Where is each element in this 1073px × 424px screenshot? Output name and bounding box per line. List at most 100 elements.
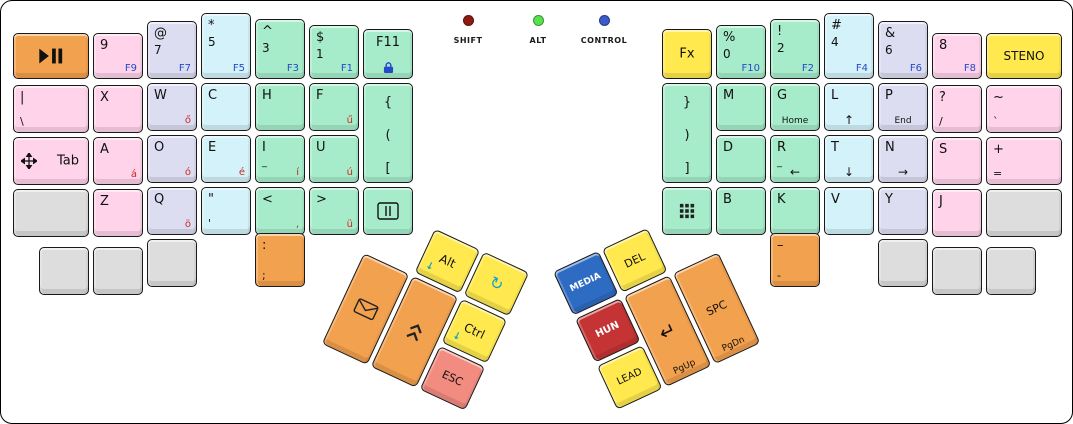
key-s[interactable]: S [932,137,982,185]
key-label: % [723,30,736,45]
key-quote[interactable]: "' [201,187,251,235]
key-greater-than[interactable]: >ü [309,187,359,235]
key-label: Fx [679,46,695,62]
key-play-pause[interactable] [13,33,89,79]
key-plus[interactable]: += [986,137,1062,185]
key-blank-left-2[interactable] [39,247,89,295]
key-j[interactable]: J [932,189,982,237]
move-icon [21,153,37,169]
key-label: - [777,269,781,282]
key-r[interactable]: R_← [770,135,820,183]
key-tab[interactable]: Tab [13,137,89,185]
key-label: F3 [286,63,299,74]
key-label: – [777,238,784,253]
key-blank-right-4[interactable] [986,247,1036,295]
key-label: / [939,115,943,128]
indicator-label: SHIFT [453,36,483,45]
key-chevrons[interactable] [370,275,459,388]
key-dash[interactable]: –- [770,233,820,287]
key-label: & [885,26,896,41]
key-blank-right-2[interactable] [878,239,928,287]
key-b[interactable]: B [716,187,766,235]
key-z[interactable]: Z [93,189,143,237]
key-label: 6 [885,43,893,57]
key-layout-switch[interactable] [363,187,413,235]
key-pipe[interactable]: |\ [13,85,89,133]
key-colon[interactable]: :; [255,233,305,287]
key-label: " [208,192,214,207]
key-label: F5 [232,63,245,74]
key-label: X [100,90,109,105]
key-steno[interactable]: STENO [986,33,1062,79]
key-fx[interactable]: Fx [662,29,712,79]
key-label: Z [100,194,109,209]
key-c[interactable]: C [201,83,251,131]
key-label: N [885,140,895,155]
key-question[interactable]: ?/ [932,85,982,133]
key-label: ] [684,161,690,176]
key-y[interactable]: Y [878,187,928,235]
key-label: B [723,192,732,207]
key-h[interactable]: H [255,83,305,131]
key-label: : [262,238,267,253]
key-label: A [100,142,109,157]
key-i[interactable]: I_í [255,135,305,183]
key-v[interactable]: V [824,187,874,235]
key-tilde[interactable]: ~` [986,85,1062,133]
key-d[interactable]: D [716,135,766,183]
key-keypad[interactable] [662,187,712,235]
play-pause-icon [14,48,88,65]
key-label: é [238,167,245,178]
key-blank-right-1[interactable] [986,189,1062,237]
key-f11[interactable]: F11 [363,29,413,79]
key-n[interactable]: N→ [878,135,928,183]
key-label: J [939,194,943,209]
key-label: T [831,140,839,155]
key-label: 5 [208,35,216,49]
key-blank-left-3[interactable] [93,247,143,295]
key-mail[interactable] [321,253,410,365]
key-close-brackets[interactable]: })] [662,83,712,183]
key-label: STENO [1003,49,1045,63]
key-label: F7 [178,63,191,74]
key-blank-left-1[interactable] [13,189,89,237]
key-t[interactable]: T↓ [824,135,874,183]
key-label: # [831,18,842,33]
key-label: Tab [56,153,79,169]
control-led-icon [598,15,610,26]
key-label: F11 [375,35,401,50]
key-label: O [154,140,165,155]
key-k[interactable]: K [770,187,820,235]
shift-led-icon [462,15,474,26]
key-label: M [723,88,735,103]
key-blank-left-4[interactable] [147,239,197,287]
key-label: [ [385,161,391,176]
key-label: | [20,90,25,105]
key-label: F10 [741,63,760,74]
key-blank-right-3[interactable] [932,247,982,295]
key-open-brackets[interactable]: {([ [363,83,413,183]
key-x[interactable]: X [93,85,143,133]
key-l[interactable]: L↑ [824,83,874,131]
key-m[interactable]: M [716,83,766,131]
